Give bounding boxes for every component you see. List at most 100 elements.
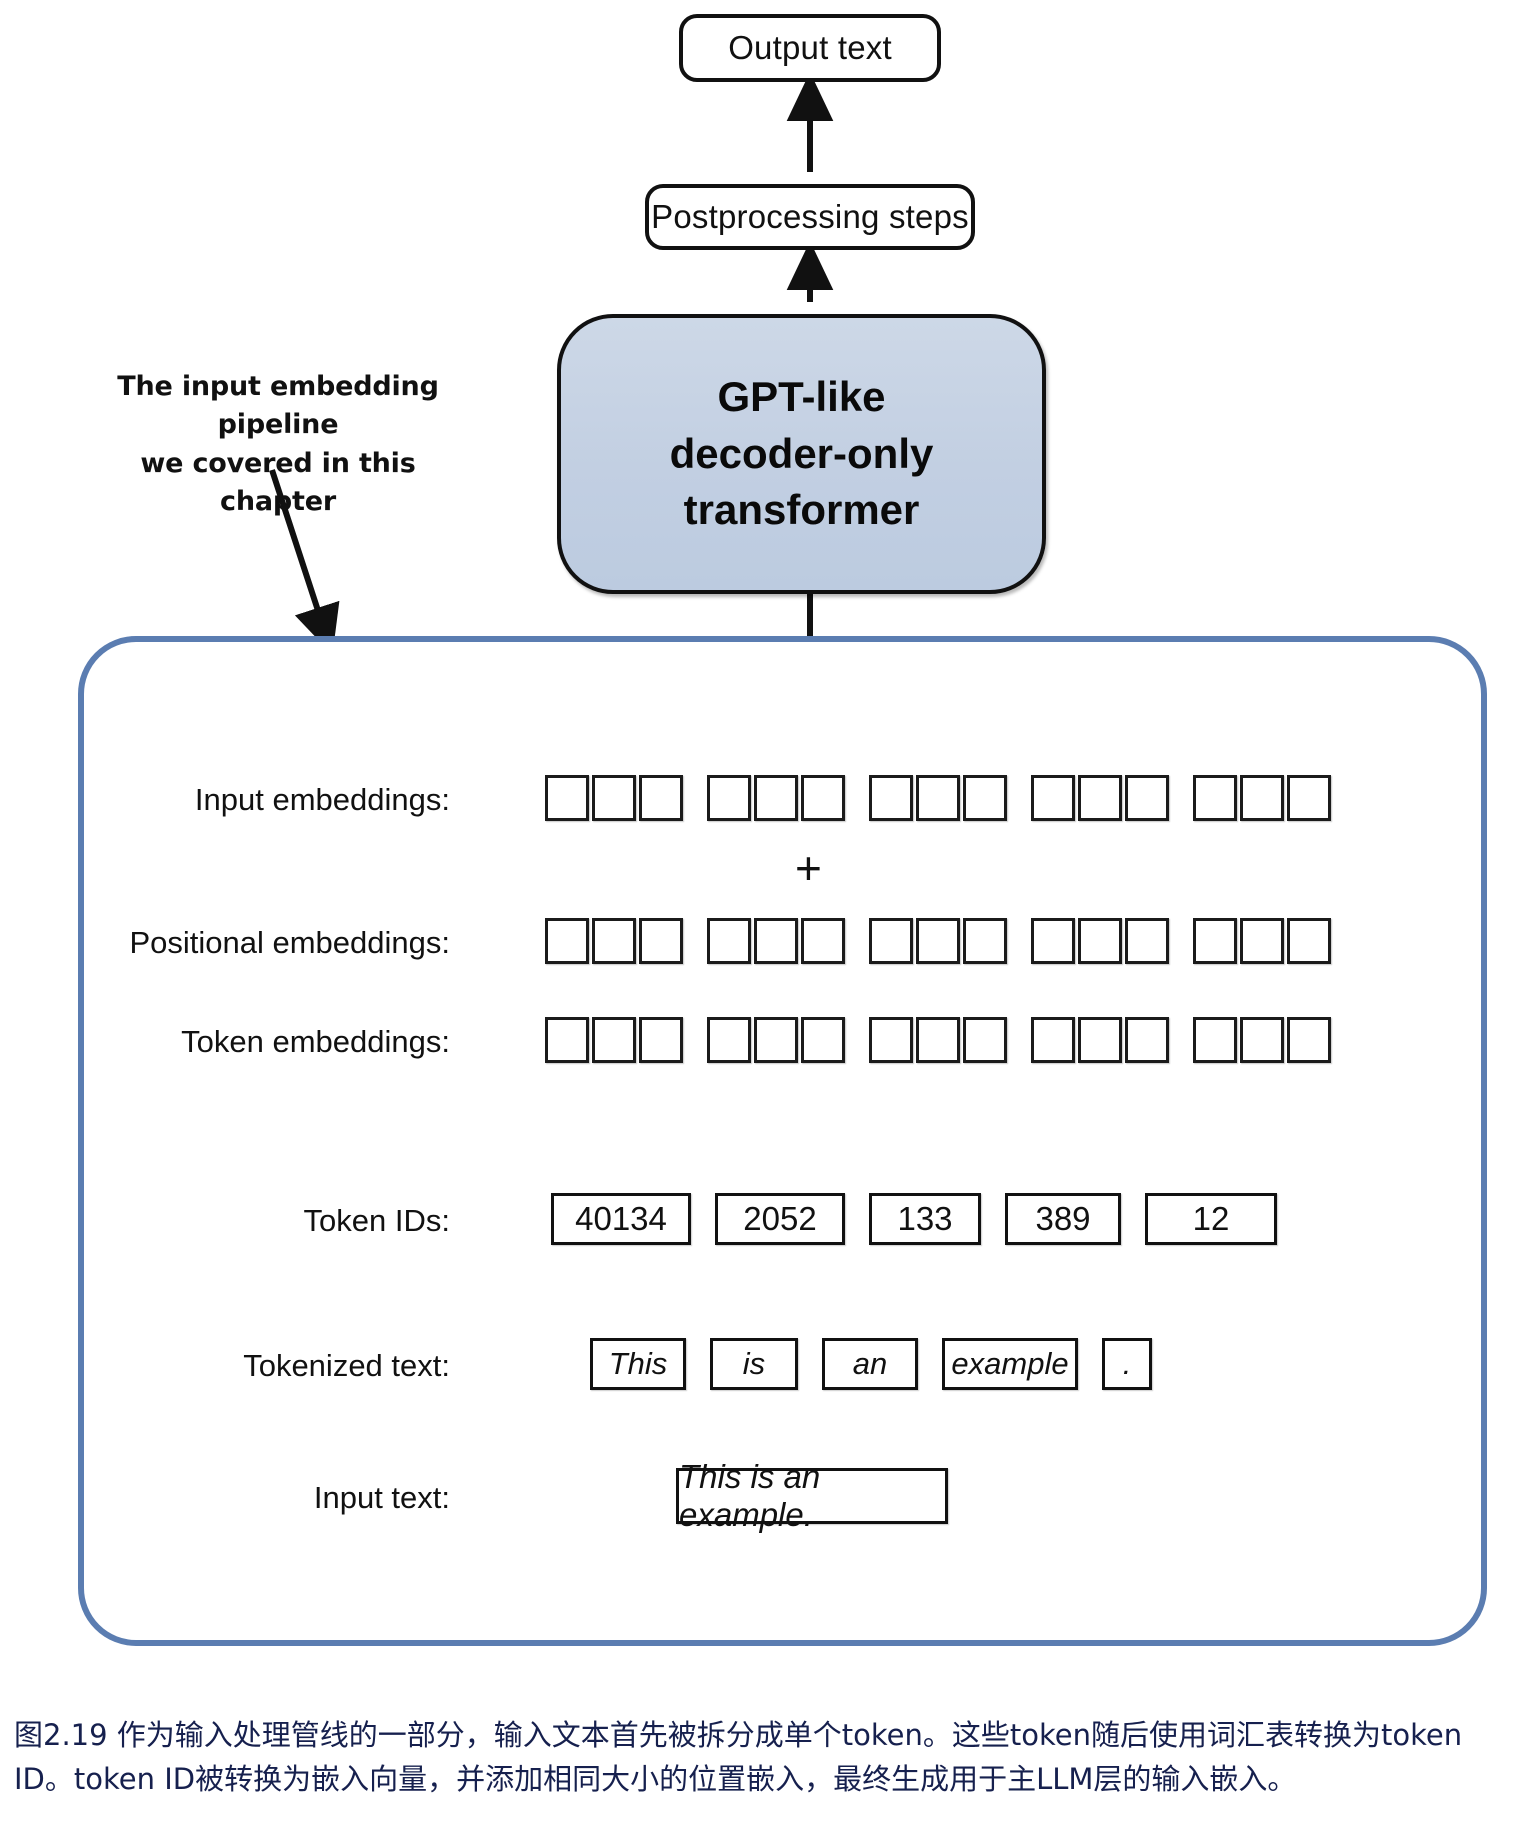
tokenized-text-row: This is an example. <box>590 1338 1152 1390</box>
input-embedding-cell <box>869 775 913 821</box>
positional-embedding-group <box>869 918 1007 964</box>
token-embedding-group <box>707 1017 845 1063</box>
tokenized-text-value: example <box>951 1346 1069 1381</box>
positional-embedding-cell <box>592 918 636 964</box>
tokenized-text-value: is <box>742 1346 766 1381</box>
positional-embedding-cell <box>639 918 683 964</box>
positional-embedding-group <box>1193 918 1331 964</box>
input-embedding-group <box>1193 775 1331 821</box>
token-embedding-group <box>1031 1017 1169 1063</box>
input-embedding-group <box>707 775 845 821</box>
token-embedding-cell <box>801 1017 845 1063</box>
token-embedding-cell <box>639 1017 683 1063</box>
input-embedding-cell <box>639 775 683 821</box>
positional-embedding-cell <box>963 918 1007 964</box>
token-embedding-group <box>869 1017 1007 1063</box>
gpt-box-label: GPT-like decoder-only transformer <box>670 369 934 539</box>
token-embedding-cell <box>707 1017 751 1063</box>
input-embedding-cell <box>916 775 960 821</box>
positional-embedding-cell <box>545 918 589 964</box>
positional-embedding-cell <box>869 918 913 964</box>
gpt-label-line-3: transformer <box>683 486 920 534</box>
token-id-box: 12 <box>1145 1193 1277 1245</box>
figure-caption: 图2.19 作为输入处理管线的一部分，输入文本首先被拆分成单个token。这些t… <box>14 1718 1463 1796</box>
token-id-box: 2052 <box>715 1193 845 1245</box>
input-embedding-cell <box>1125 775 1169 821</box>
token-id-value: 2052 <box>743 1200 817 1237</box>
input-text-box: This is an example. <box>676 1458 948 1533</box>
input-embedding-cell <box>1287 775 1331 821</box>
token-id-value: 389 <box>1035 1200 1091 1237</box>
gpt-label-line-2: decoder-only <box>669 429 934 477</box>
positional-embedding-cell <box>801 918 845 964</box>
positional-embedding-cell <box>1193 918 1237 964</box>
tokenized-text-box: an <box>822 1338 918 1390</box>
input-embeddings-row <box>545 775 1331 821</box>
input-embedding-cell <box>963 775 1007 821</box>
row-label-positional-embeddings: Positional embeddings: <box>129 925 450 960</box>
positional-embedding-cell <box>754 918 798 964</box>
row-label-token-embeddings: Token embeddings: <box>181 1024 450 1059</box>
input-embedding-group <box>1031 775 1169 821</box>
token-embedding-cell <box>963 1017 1007 1063</box>
token-embedding-cell <box>1125 1017 1169 1063</box>
positional-embedding-group <box>545 918 683 964</box>
row-label-input-embeddings: Input embeddings: <box>194 782 450 817</box>
positional-embedding-group <box>1031 918 1169 964</box>
positional-embedding-cell <box>1078 918 1122 964</box>
input-embedding-cell <box>1031 775 1075 821</box>
tokenized-text-value: This <box>608 1346 668 1381</box>
token-id-value: 40134 <box>575 1200 667 1237</box>
tokenized-text-box: example <box>942 1338 1078 1390</box>
annotation-line-2: we covered in this chapter <box>140 447 416 517</box>
positional-embedding-cell <box>1287 918 1331 964</box>
tokenized-text-box: is <box>710 1338 798 1390</box>
positional-embedding-cell <box>1240 918 1284 964</box>
gpt-label-line-1: GPT-like <box>717 372 886 420</box>
token-embeddings-row <box>545 1017 1331 1063</box>
input-embedding-group <box>869 775 1007 821</box>
token-embedding-cell <box>916 1017 960 1063</box>
token-embedding-cell <box>1031 1017 1075 1063</box>
token-embedding-cell <box>869 1017 913 1063</box>
positional-embedding-cell <box>916 918 960 964</box>
input-embedding-cell <box>1193 775 1237 821</box>
tokenized-text-value: an <box>852 1346 888 1381</box>
input-embedding-cell <box>1078 775 1122 821</box>
positional-embedding-group <box>707 918 845 964</box>
token-id-box: 40134 <box>551 1193 691 1245</box>
annotation-line-1: The input embedding pipeline <box>117 371 439 441</box>
token-id-box: 389 <box>1005 1193 1121 1245</box>
pipeline-annotation: The input embedding pipeline we covered … <box>88 368 468 521</box>
input-embedding-group <box>545 775 683 821</box>
token-embedding-cell <box>545 1017 589 1063</box>
row-label-input-text: Input text: <box>313 1480 450 1515</box>
token-embedding-cell <box>1287 1017 1331 1063</box>
postprocessing-steps-box: Postprocessing steps <box>645 184 975 250</box>
input-embedding-cell <box>801 775 845 821</box>
token-embedding-cell <box>592 1017 636 1063</box>
row-label-tokenized-text: Tokenized text: <box>243 1348 450 1383</box>
input-embedding-cell <box>1240 775 1284 821</box>
token-embedding-group <box>1193 1017 1331 1063</box>
input-embedding-cell <box>545 775 589 821</box>
token-id-value: 133 <box>897 1200 953 1237</box>
input-text-value: This is an example. <box>679 1458 821 1533</box>
token-embedding-group <box>545 1017 683 1063</box>
token-embedding-cell <box>1240 1017 1284 1063</box>
output-text-box: Output text <box>679 14 941 82</box>
postprocessing-steps-label: Postprocessing steps <box>651 198 969 235</box>
positional-embedding-cell <box>1125 918 1169 964</box>
input-embedding-cell <box>754 775 798 821</box>
token-id-value: 12 <box>1192 1200 1230 1237</box>
gpt-decoder-transformer-box: GPT-like decoder-only transformer <box>557 314 1046 594</box>
input-embedding-cell <box>592 775 636 821</box>
token-ids-row: 40134 2052 133 389 12 <box>551 1193 1277 1245</box>
token-embedding-cell <box>1078 1017 1122 1063</box>
positional-embeddings-row <box>545 918 1331 964</box>
positional-embedding-cell <box>1031 918 1075 964</box>
tokenized-text-box: . <box>1102 1338 1152 1390</box>
input-embedding-cell <box>707 775 751 821</box>
plus-operator: + <box>795 842 822 894</box>
output-text-label: Output text <box>728 29 892 66</box>
